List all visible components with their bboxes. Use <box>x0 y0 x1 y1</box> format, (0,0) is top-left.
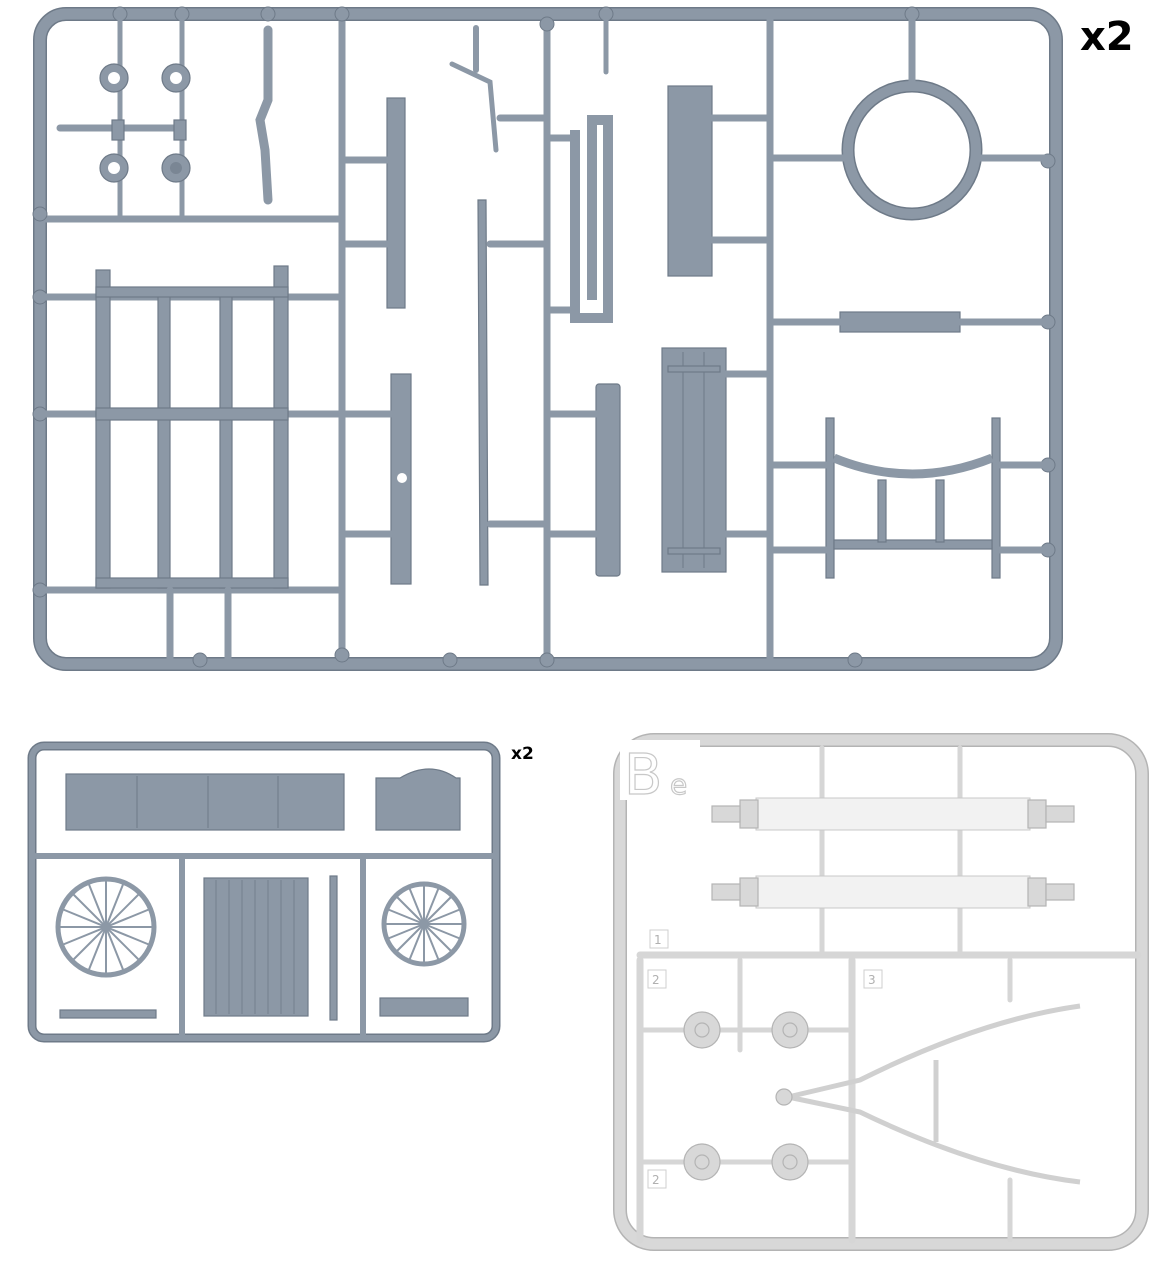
clear-sprue: B e 1 2 3 2 <box>613 733 1149 1251</box>
part-number-3: 3 <box>868 973 876 987</box>
part-number-1: 1 <box>654 933 662 947</box>
sprue-letter-e: e <box>670 768 687 801</box>
quantity-label-small-sprue: x2 <box>511 744 534 764</box>
part-number-2b: 2 <box>652 1173 660 1187</box>
small-grey-sprue <box>27 741 501 1043</box>
part-number-2: 2 <box>652 973 660 987</box>
large-grey-sprue <box>32 6 1063 671</box>
sprue-letter-b: B <box>624 743 662 808</box>
quantity-label-large-sprue: x2 <box>1080 14 1134 60</box>
